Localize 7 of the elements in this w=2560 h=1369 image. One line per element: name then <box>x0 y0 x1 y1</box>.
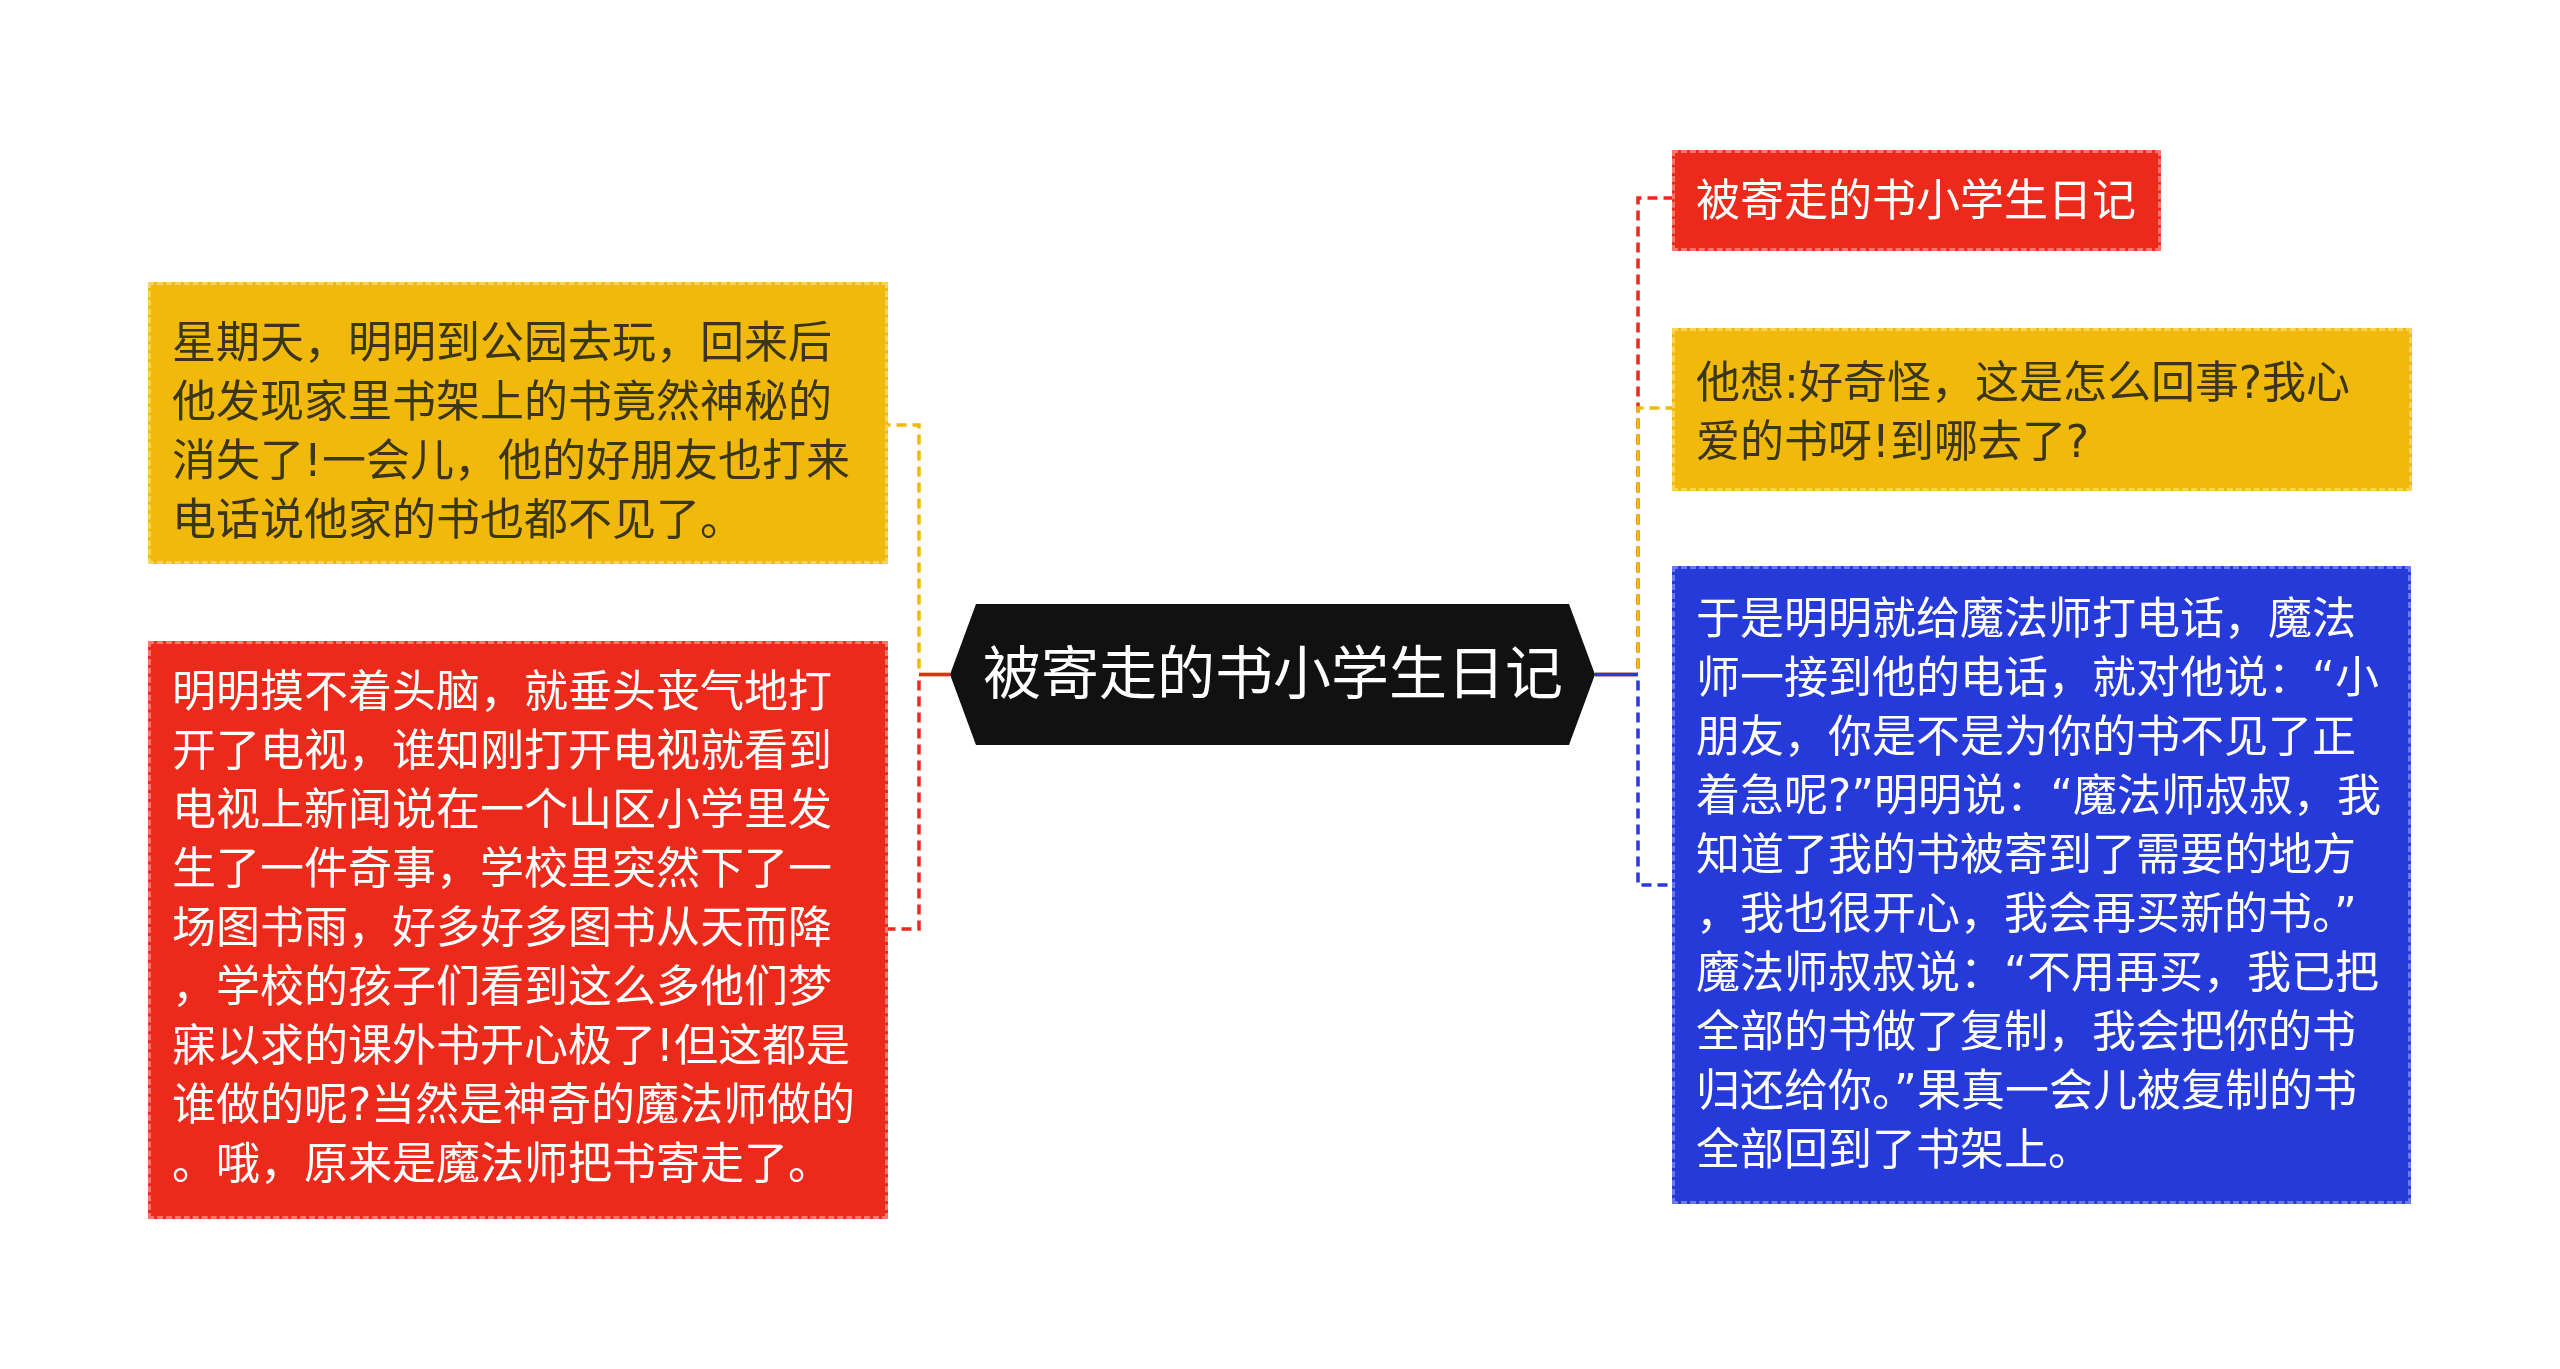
connector-line <box>888 672 950 931</box>
topic-box: 于是明明就给魔法师打电话，魔法师一接到他的电话，就对他说：“小朋友，你是不是为你的书不见了正着急呢?”明明说：“魔法师叔叔，我知道了我的书被寄到了需要的地方，我也很开心，我会再买新的书。”魔法师叔叔说：“不用再买，我已把全部的书做了复制，我会把你的书归还给你。”果真一会儿被复制的书全部回到了书架上。 <box>1672 566 2411 1204</box>
topic-box: 星期天，明明到公园去玩，回来后他发现家里书架上的书竟然神秘的消失了!一会儿，他的好朋友也打来电话说他家的书也都不见了。 <box>148 282 888 564</box>
topic-box: 被寄走的书小学生日记 <box>1672 150 2161 251</box>
topic-box: 明明摸不着头脑，就垂头丧气地打开了电视，谁知刚打开电视就看到电视上新闻说在一个山区小学里发生了一件奇事，学校里突然下了一场图书雨，好多好多图书从天而降，学校的孩子们看到这么多他们梦寐以求的课外书开心极了!但这都是谁做的呢?当然是神奇的魔法师做的。哦，原来是魔法师把书寄走了。 <box>148 641 888 1219</box>
topic-hexagon: 被寄走的书小学生日记 <box>950 604 1595 745</box>
topic-box: 他想:好奇怪，这是怎么回事?我心爱的书呀!到哪去了? <box>1672 328 2412 491</box>
